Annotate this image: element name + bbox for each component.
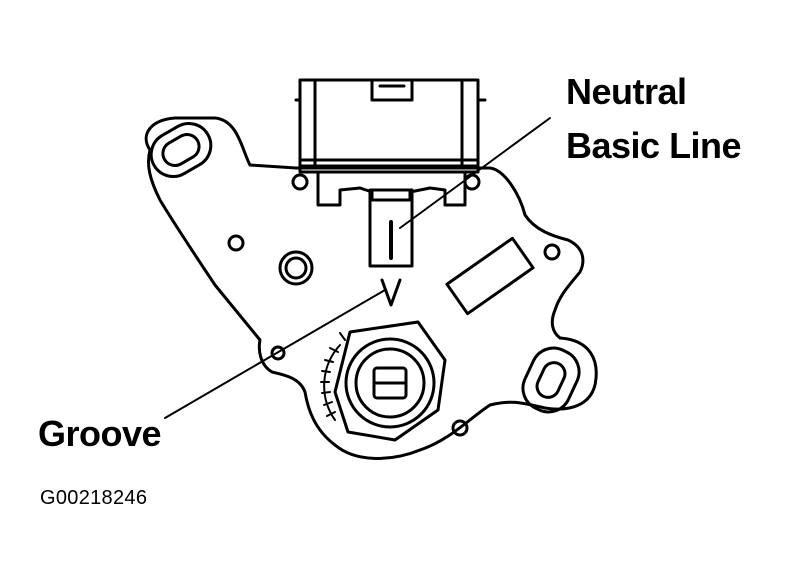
- bracket: [316, 170, 467, 207]
- mounting-slot-left: [149, 122, 213, 178]
- position-indicator: [368, 188, 414, 268]
- shaft-nut: [333, 320, 447, 442]
- connector: [294, 78, 487, 174]
- neutral-basic-line-label: Basic Line: [566, 125, 742, 166]
- switch-body-outline: [144, 116, 598, 460]
- mounting-slot-right: [521, 346, 581, 414]
- leader-neutral: [399, 117, 551, 229]
- neutral-basic-line-label: Neutral: [566, 71, 687, 112]
- leader-groove: [164, 289, 386, 419]
- serrations: [320, 332, 346, 421]
- groove-label: Groove: [38, 413, 162, 454]
- hole: [227, 234, 245, 252]
- figure-id: G00218246: [40, 487, 148, 509]
- groove-pointer: [380, 278, 402, 307]
- window: [445, 236, 535, 316]
